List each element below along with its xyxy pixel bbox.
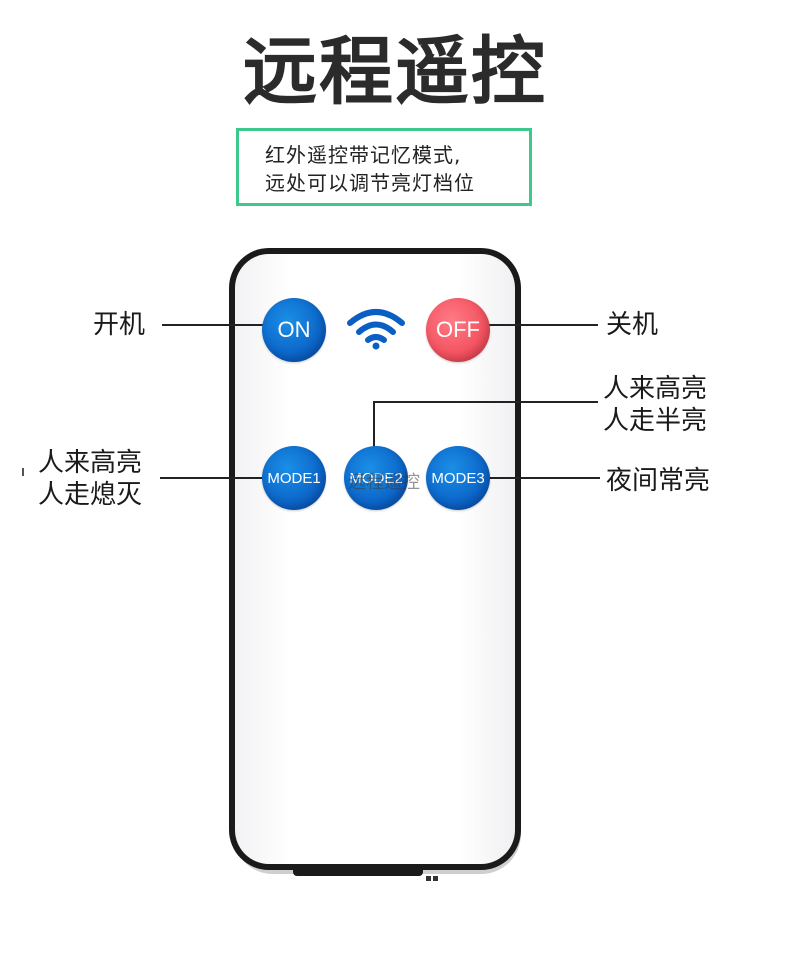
battery-tab [293, 866, 423, 876]
battery-tab-holes [426, 866, 446, 881]
callout-line-mode2-vertical [373, 401, 375, 451]
power-off-button[interactable]: OFF [426, 298, 490, 362]
mode2-button[interactable]: MODE2 [344, 446, 408, 510]
callout-line-mode2-horizontal [373, 401, 598, 403]
stray-mark [22, 468, 24, 476]
label-mode1-line1: 人来高亮 [38, 448, 143, 478]
label-mode1-line2: 人走熄灭 [38, 480, 143, 510]
label-mode2-line1: 人来高亮 [603, 374, 708, 404]
callout-line-off [488, 324, 598, 326]
label-mode2-line2: 人走半亮 [603, 406, 708, 436]
page-title: 远程遥控 [243, 29, 547, 115]
callout-line-mode3 [488, 477, 600, 479]
label-power-on: 开机 [93, 310, 146, 340]
label-mode3: 夜间常亮 [606, 466, 711, 496]
info-line-2: 远处可以调节亮灯档位 [265, 171, 475, 195]
wifi-signal-icon [347, 309, 405, 350]
mode1-button[interactable]: MODE1 [262, 446, 326, 510]
info-box: 红外遥控带记忆模式, 远处可以调节亮灯档位 [236, 128, 532, 206]
power-on-button[interactable]: ON [262, 298, 326, 362]
info-line-1: 红外遥控带记忆模式, [265, 143, 462, 167]
callout-line-mode1 [160, 477, 264, 479]
callout-line-on [162, 324, 264, 326]
label-power-off: 关机 [606, 310, 659, 340]
mode3-button[interactable]: MODE3 [426, 446, 490, 510]
